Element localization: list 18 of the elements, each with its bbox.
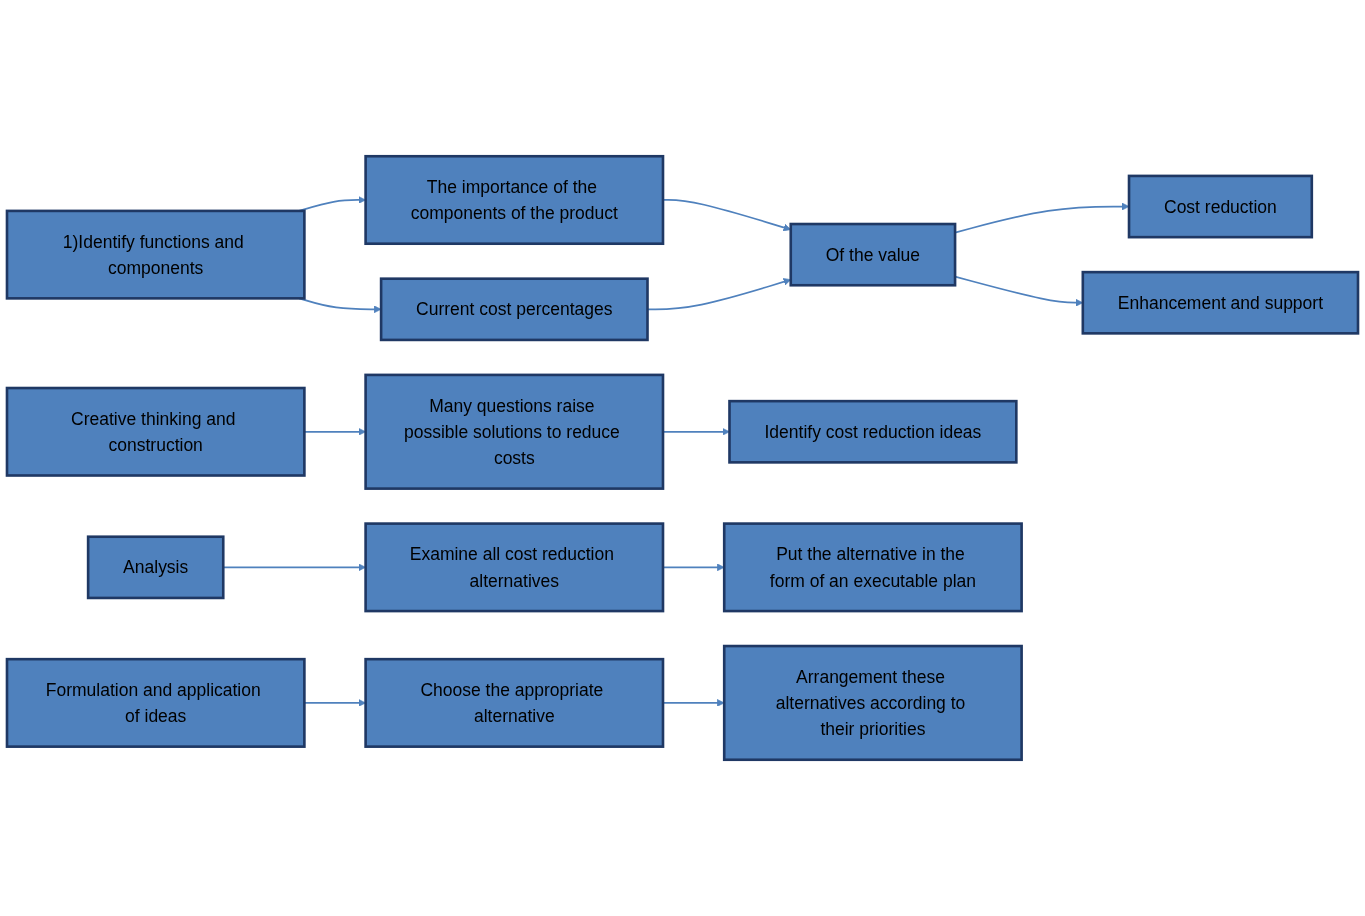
node-box: Of the value <box>789 222 957 287</box>
node-box: Identify cost reduction ideas <box>728 399 1018 464</box>
arrow <box>662 699 725 707</box>
node-box: Current cost percentages <box>379 277 649 342</box>
node-box: 1)Identify functions and components <box>5 209 306 300</box>
node-box: Many questions raise possible solutions to reduce costs <box>364 373 665 490</box>
node-box: Examine all cost reduction alternatives <box>364 522 665 613</box>
node-box: Analysis <box>86 535 225 600</box>
node-box: Arrangement these alternatives according to their priorities <box>722 644 1023 762</box>
node-box: Choose the appropriate alternative <box>364 657 665 748</box>
node-box: Enhancement and support <box>1081 270 1360 335</box>
node-box: The importance of the components of the product <box>364 154 665 245</box>
node-box: Formulation and application of ideas <box>5 657 306 748</box>
node-box: Cost reduction <box>1127 174 1314 239</box>
arrow <box>662 427 730 436</box>
arrow <box>662 563 725 572</box>
node-box: Creative thinking and construction <box>5 386 306 477</box>
node-box: Put the alternative in the form of an executable plan <box>722 522 1023 613</box>
